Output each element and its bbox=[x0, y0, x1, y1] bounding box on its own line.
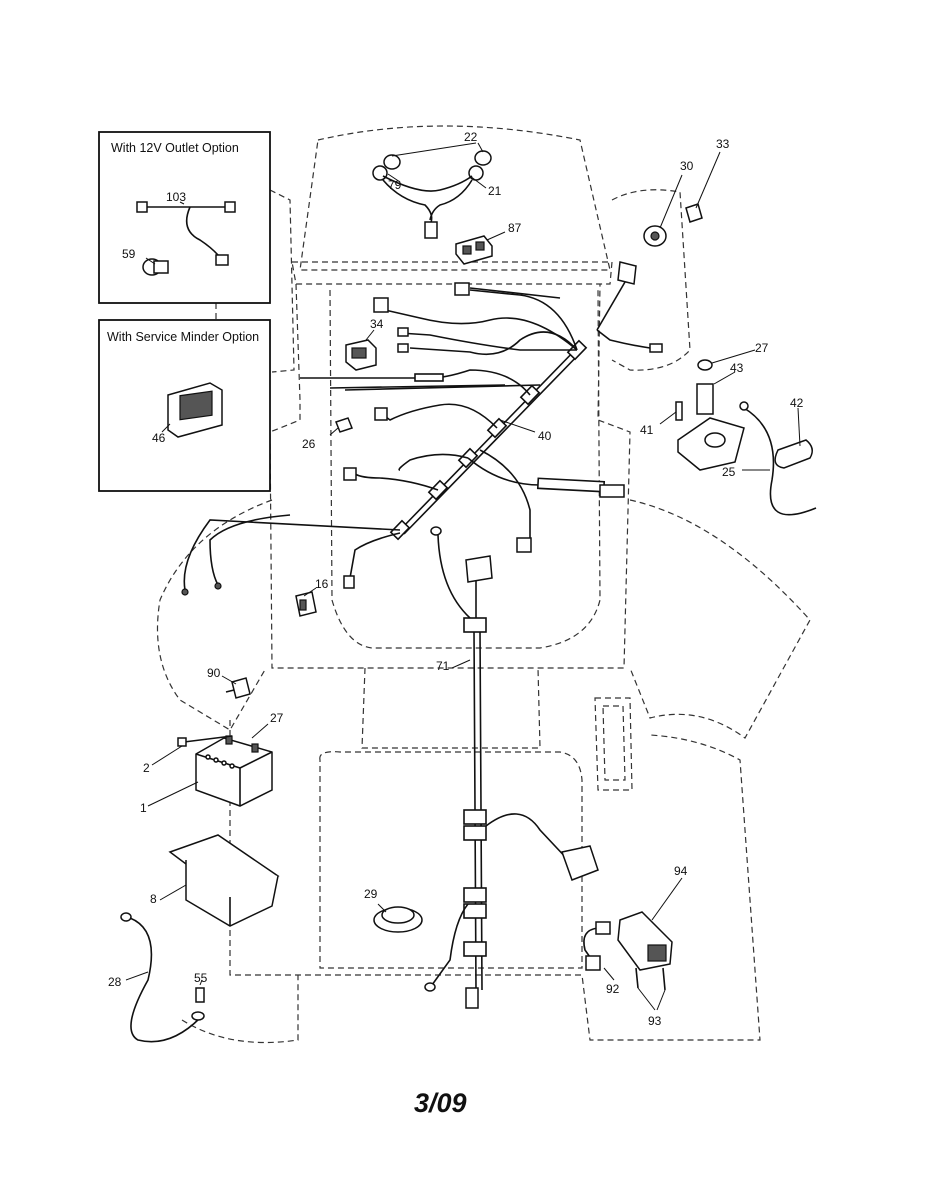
headlight-harness bbox=[372, 150, 492, 239]
label-94: 94 bbox=[674, 864, 688, 878]
part-labels: 22 79 21 87 30 33 27 43 42 41 25 34 26 4… bbox=[108, 130, 804, 1028]
label-41: 41 bbox=[640, 423, 654, 437]
inset-12v-outlet: With 12V Outlet Option bbox=[98, 131, 271, 304]
label-30: 30 bbox=[680, 159, 694, 173]
main-harness-40 bbox=[181, 261, 663, 596]
footer-code: 3/09 bbox=[414, 1088, 467, 1118]
label-27-right: 27 bbox=[755, 341, 769, 355]
module-94 bbox=[583, 911, 673, 991]
label-8: 8 bbox=[150, 892, 157, 906]
label-22: 22 bbox=[464, 130, 478, 144]
wire-71 bbox=[424, 526, 599, 1009]
fuse-26 bbox=[335, 417, 353, 433]
label-103: 103 bbox=[166, 190, 186, 204]
label-21: 21 bbox=[488, 184, 502, 198]
switch-34 bbox=[345, 339, 377, 371]
tractor-outline bbox=[156, 125, 811, 1044]
part-29 bbox=[373, 906, 423, 933]
label-46: 46 bbox=[152, 431, 166, 445]
label-87: 87 bbox=[508, 221, 522, 235]
label-43: 43 bbox=[730, 361, 744, 375]
label-28: 28 bbox=[108, 975, 122, 989]
solenoid-43 bbox=[675, 359, 817, 516]
label-90: 90 bbox=[207, 666, 221, 680]
label-34: 34 bbox=[370, 317, 384, 331]
label-16: 16 bbox=[315, 577, 329, 591]
label-59: 59 bbox=[122, 247, 136, 261]
part-90 bbox=[225, 677, 251, 699]
label-2: 2 bbox=[143, 761, 150, 775]
label-42: 42 bbox=[790, 396, 804, 410]
leader-lines bbox=[125, 142, 801, 1011]
label-29: 29 bbox=[364, 887, 378, 901]
part-16 bbox=[295, 591, 317, 617]
label-40: 40 bbox=[538, 429, 552, 443]
cable-28 bbox=[120, 912, 205, 1043]
label-79: 79 bbox=[388, 178, 402, 192]
relay-87 bbox=[455, 235, 493, 265]
label-55: 55 bbox=[194, 971, 208, 985]
label-26: 26 bbox=[302, 437, 316, 451]
label-27-battery: 27 bbox=[270, 711, 284, 725]
label-71: 71 bbox=[436, 659, 450, 673]
inset-service-minder: With Service Minder Option bbox=[98, 319, 271, 492]
inset-12v-outlet-title: With 12V Outlet Option bbox=[111, 141, 239, 155]
battery-1 bbox=[177, 735, 273, 807]
label-25: 25 bbox=[722, 465, 736, 479]
label-33: 33 bbox=[716, 137, 730, 151]
label-1: 1 bbox=[140, 801, 147, 815]
battery-tray-8 bbox=[168, 834, 280, 927]
inset-service-minder-title: With Service Minder Option bbox=[107, 330, 259, 344]
label-92: 92 bbox=[606, 982, 620, 996]
label-93: 93 bbox=[648, 1014, 662, 1028]
ignition-switch-30 bbox=[643, 203, 703, 247]
